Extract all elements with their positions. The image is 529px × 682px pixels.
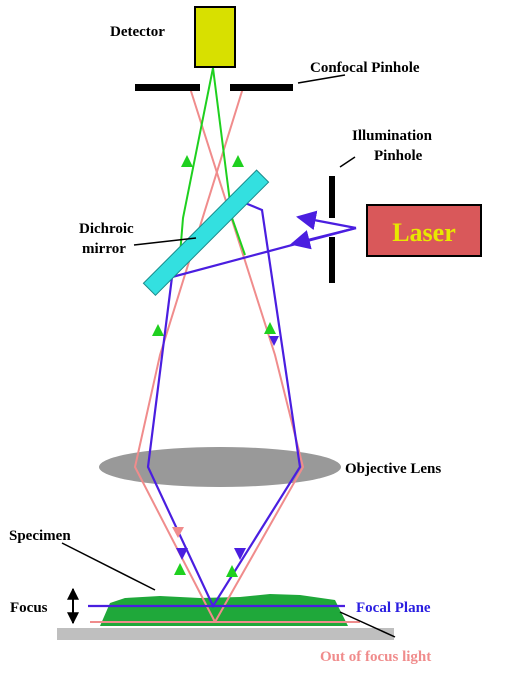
confocal-pinhole-left xyxy=(135,84,200,91)
ray-arrow-green-mid-right xyxy=(264,322,276,334)
specimen-sample xyxy=(100,594,348,626)
ray-arrow-blue-down-right-lower xyxy=(234,548,246,560)
focus-label: Focus xyxy=(10,600,48,616)
objective-lens-label: Objective Lens xyxy=(345,461,441,477)
excitation-rays xyxy=(88,201,357,609)
ray-arrow-blue-down-left xyxy=(176,548,188,560)
illumination-pinhole-label-line1: Illumination xyxy=(352,128,433,144)
ray-arrow-green-low-left xyxy=(174,563,186,575)
ray-arrow-pink-low xyxy=(172,527,184,538)
out-of-focus-label: Out of focus light xyxy=(320,649,431,665)
illumination-pinhole-bottom xyxy=(329,237,335,283)
focal-plane-label: Focal Plane xyxy=(356,600,431,616)
objective-lens xyxy=(99,447,341,487)
dichroic-mirror xyxy=(142,169,270,296)
dichroic-mirror-label-line2: mirror xyxy=(82,241,126,257)
laser-box xyxy=(366,204,482,257)
illumination-pinhole-top xyxy=(329,176,335,218)
confocal-pinhole-label: Confocal Pinhole xyxy=(310,60,420,76)
detector-box xyxy=(194,6,236,68)
ray-direction-arrows xyxy=(152,155,279,577)
illumination-pinhole-label-line2: Pinhole xyxy=(374,148,423,164)
ray-arrow-blue-down-right xyxy=(269,336,279,346)
ray-arrow-green-mid-left xyxy=(152,324,164,336)
specimen-label: Specimen xyxy=(9,528,71,544)
dichroic-mirror-label-line1: Dichroic xyxy=(79,221,134,237)
laser-label: Laser xyxy=(392,218,456,247)
detector-label: Detector xyxy=(110,24,165,40)
microscope-stage xyxy=(57,628,394,640)
ray-arrow-green-low-right xyxy=(226,565,238,577)
ray-arrow-green-up-right xyxy=(232,155,244,167)
ray-arrow-green-up-left xyxy=(181,155,193,167)
leader-lines xyxy=(61,74,396,638)
confocal-pinhole-right xyxy=(230,84,293,91)
